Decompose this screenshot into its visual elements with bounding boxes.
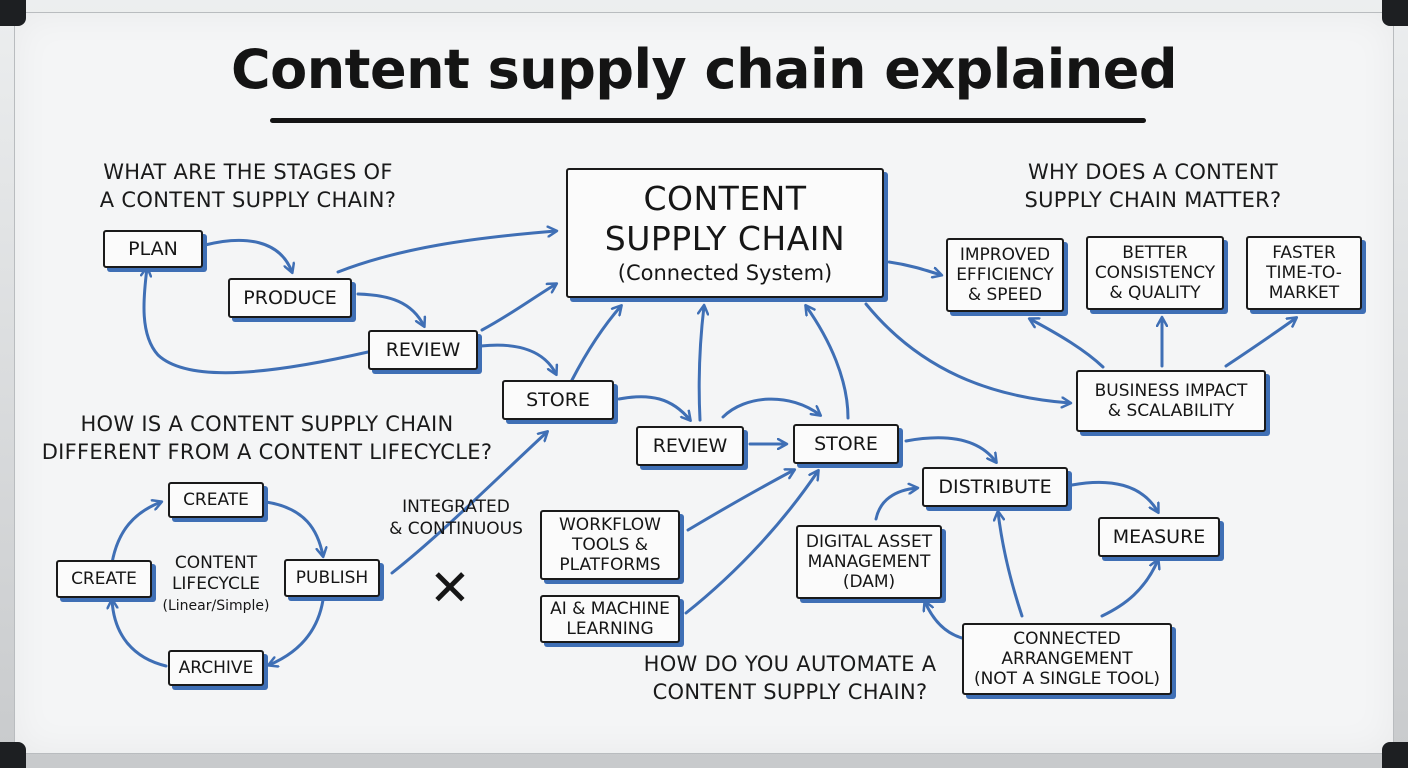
cross-mark-icon: ✕ bbox=[429, 559, 471, 617]
lifecycle-create-top: CREATE bbox=[168, 482, 264, 518]
stage-review: REVIEW bbox=[368, 330, 478, 370]
flow-measure: MEASURE bbox=[1098, 517, 1220, 557]
question-matter: WHY DOES A CONTENT SUPPLY CHAIN MATTER? bbox=[1024, 160, 1282, 212]
lifecycle-label: CONTENT LIFECYCLE bbox=[171, 553, 261, 594]
benefit-efficiency: IMPROVED EFFICIENCY & SPEED bbox=[946, 238, 1064, 312]
frame-corner bbox=[1382, 0, 1408, 26]
stage-plan: PLAN bbox=[103, 230, 203, 268]
center-title-line2: SUPPLY CHAIN bbox=[604, 219, 846, 258]
question-automate: HOW DO YOU AUTOMATE A CONTENT SUPPLY CHA… bbox=[643, 652, 937, 704]
automation-connected: CONNECTED ARRANGEMENT (NOT A SINGLE TOOL… bbox=[962, 623, 1172, 695]
flow-store: STORE bbox=[793, 424, 899, 464]
lifecycle-sublabel: (Linear/Simple) bbox=[162, 598, 270, 614]
center-subtitle: (Connected System) bbox=[617, 261, 833, 285]
benefit-impact: BUSINESS IMPACT & SCALABILITY bbox=[1076, 370, 1266, 432]
question-different: HOW IS A CONTENT SUPPLY CHAIN DIFFERENT … bbox=[41, 412, 493, 464]
stage-produce: PRODUCE bbox=[228, 278, 352, 318]
lifecycle-archive: ARCHIVE bbox=[168, 650, 264, 686]
benefit-faster: FASTER TIME-TO- MARKET bbox=[1246, 236, 1362, 310]
page-title: Content supply chain explained bbox=[230, 38, 1178, 101]
automation-ai: AI & MACHINE LEARNING bbox=[540, 595, 680, 643]
question-stages: WHAT ARE THE STAGES OF A CONTENT SUPPLY … bbox=[99, 160, 397, 212]
benefit-consistency: BETTER CONSISTENCY & QUALITY bbox=[1086, 236, 1224, 310]
automation-dam: DIGITAL ASSET MANAGEMENT (DAM) bbox=[796, 525, 942, 599]
stage-store: STORE bbox=[502, 380, 614, 420]
title-underline bbox=[270, 118, 1146, 123]
content-supply-chain-box: CONTENT SUPPLY CHAIN (Connected System) bbox=[566, 168, 884, 298]
lifecycle-create-left: CREATE bbox=[56, 560, 152, 598]
lifecycle-publish: PUBLISH bbox=[284, 559, 380, 597]
frame-corner bbox=[0, 742, 26, 768]
integrated-label: INTEGRATED & CONTINUOUS bbox=[389, 497, 523, 539]
automation-workflow: WORKFLOW TOOLS & PLATFORMS bbox=[540, 510, 680, 580]
frame-corner bbox=[0, 0, 26, 26]
frame-corner bbox=[1382, 742, 1408, 768]
flow-distribute: DISTRIBUTE bbox=[922, 467, 1068, 507]
center-title-line1: CONTENT bbox=[643, 179, 807, 218]
flow-review: REVIEW bbox=[636, 426, 744, 466]
